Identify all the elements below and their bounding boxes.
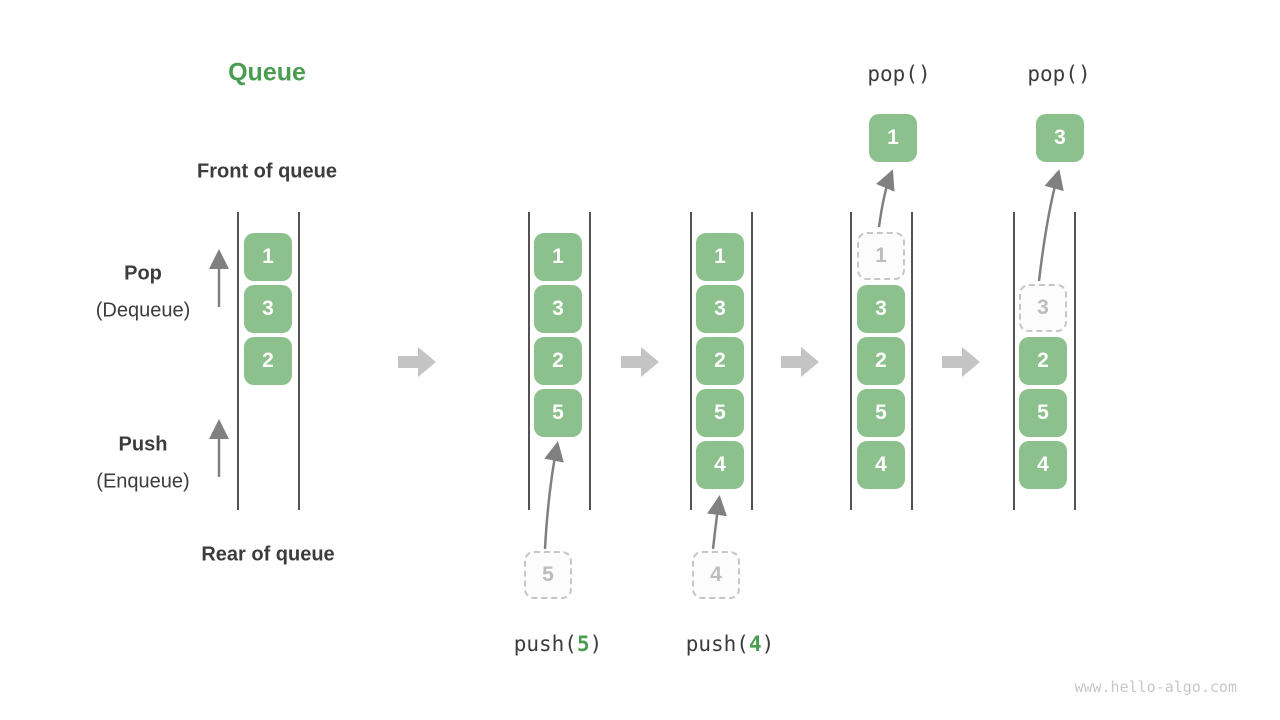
queue-element: 2 <box>857 337 905 385</box>
pop-call-label-2: pop() <box>1027 62 1091 86</box>
queue-element: 1 <box>244 233 292 281</box>
push5-fn: push( <box>513 632 577 656</box>
front-of-queue-label: Front of queue <box>197 160 337 183</box>
queue-element: 4 <box>696 441 744 489</box>
pop-call-label-1: pop() <box>867 62 931 86</box>
queue-element: 3 <box>534 285 582 333</box>
push-label: Push <box>118 433 168 456</box>
queue-element: 5 <box>857 389 905 437</box>
queue-element: 1 <box>696 233 744 281</box>
enqueue-label: (Enqueue) <box>96 470 190 493</box>
incoming-element-ghost: 4 <box>692 551 740 599</box>
pop-label: Pop <box>124 262 162 285</box>
push4-arg: 4 <box>748 632 762 656</box>
incoming-element-ghost: 5 <box>524 551 572 599</box>
queue-element: 4 <box>857 441 905 489</box>
push5-call-label: push(5) <box>514 632 603 656</box>
queue-element: 4 <box>1019 441 1067 489</box>
popped-element: 3 <box>1036 114 1084 162</box>
rear-of-queue-label: Rear of queue <box>201 543 335 566</box>
push4-close: ) <box>761 632 775 656</box>
queue-rails-state-4 <box>850 212 913 510</box>
queue-element: 2 <box>244 337 292 385</box>
diagram-title: Queue <box>228 58 306 87</box>
right-arrow-icon <box>398 347 436 377</box>
right-arrow-icon <box>942 347 980 377</box>
push5-arg: 5 <box>576 632 590 656</box>
push5-close: ) <box>589 632 603 656</box>
queue-element: 2 <box>1019 337 1067 385</box>
queue-element: 3 <box>244 285 292 333</box>
right-arrow-icon <box>781 347 819 377</box>
right-arrow-icon <box>621 347 659 377</box>
queue-element: 3 <box>857 285 905 333</box>
popped-element: 1 <box>869 114 917 162</box>
queue-rails-state-3 <box>690 212 753 510</box>
removed-element-ghost: 1 <box>857 232 905 280</box>
queue-element: 3 <box>696 285 744 333</box>
queue-rails-state-1 <box>237 212 300 510</box>
queue-element: 1 <box>534 233 582 281</box>
queue-rails-state-5 <box>1013 212 1076 510</box>
push4-call-label: push(4) <box>686 632 775 656</box>
queue-element: 5 <box>696 389 744 437</box>
dequeue-label: (Dequeue) <box>95 299 191 322</box>
push4-fn: push( <box>685 632 749 656</box>
watermark: www.hello-algo.com <box>1074 678 1237 696</box>
queue-element: 2 <box>534 337 582 385</box>
queue-rails-state-2 <box>528 212 591 510</box>
removed-element-ghost: 3 <box>1019 284 1067 332</box>
queue-element: 5 <box>1019 389 1067 437</box>
queue-element: 5 <box>534 389 582 437</box>
queue-element: 2 <box>696 337 744 385</box>
